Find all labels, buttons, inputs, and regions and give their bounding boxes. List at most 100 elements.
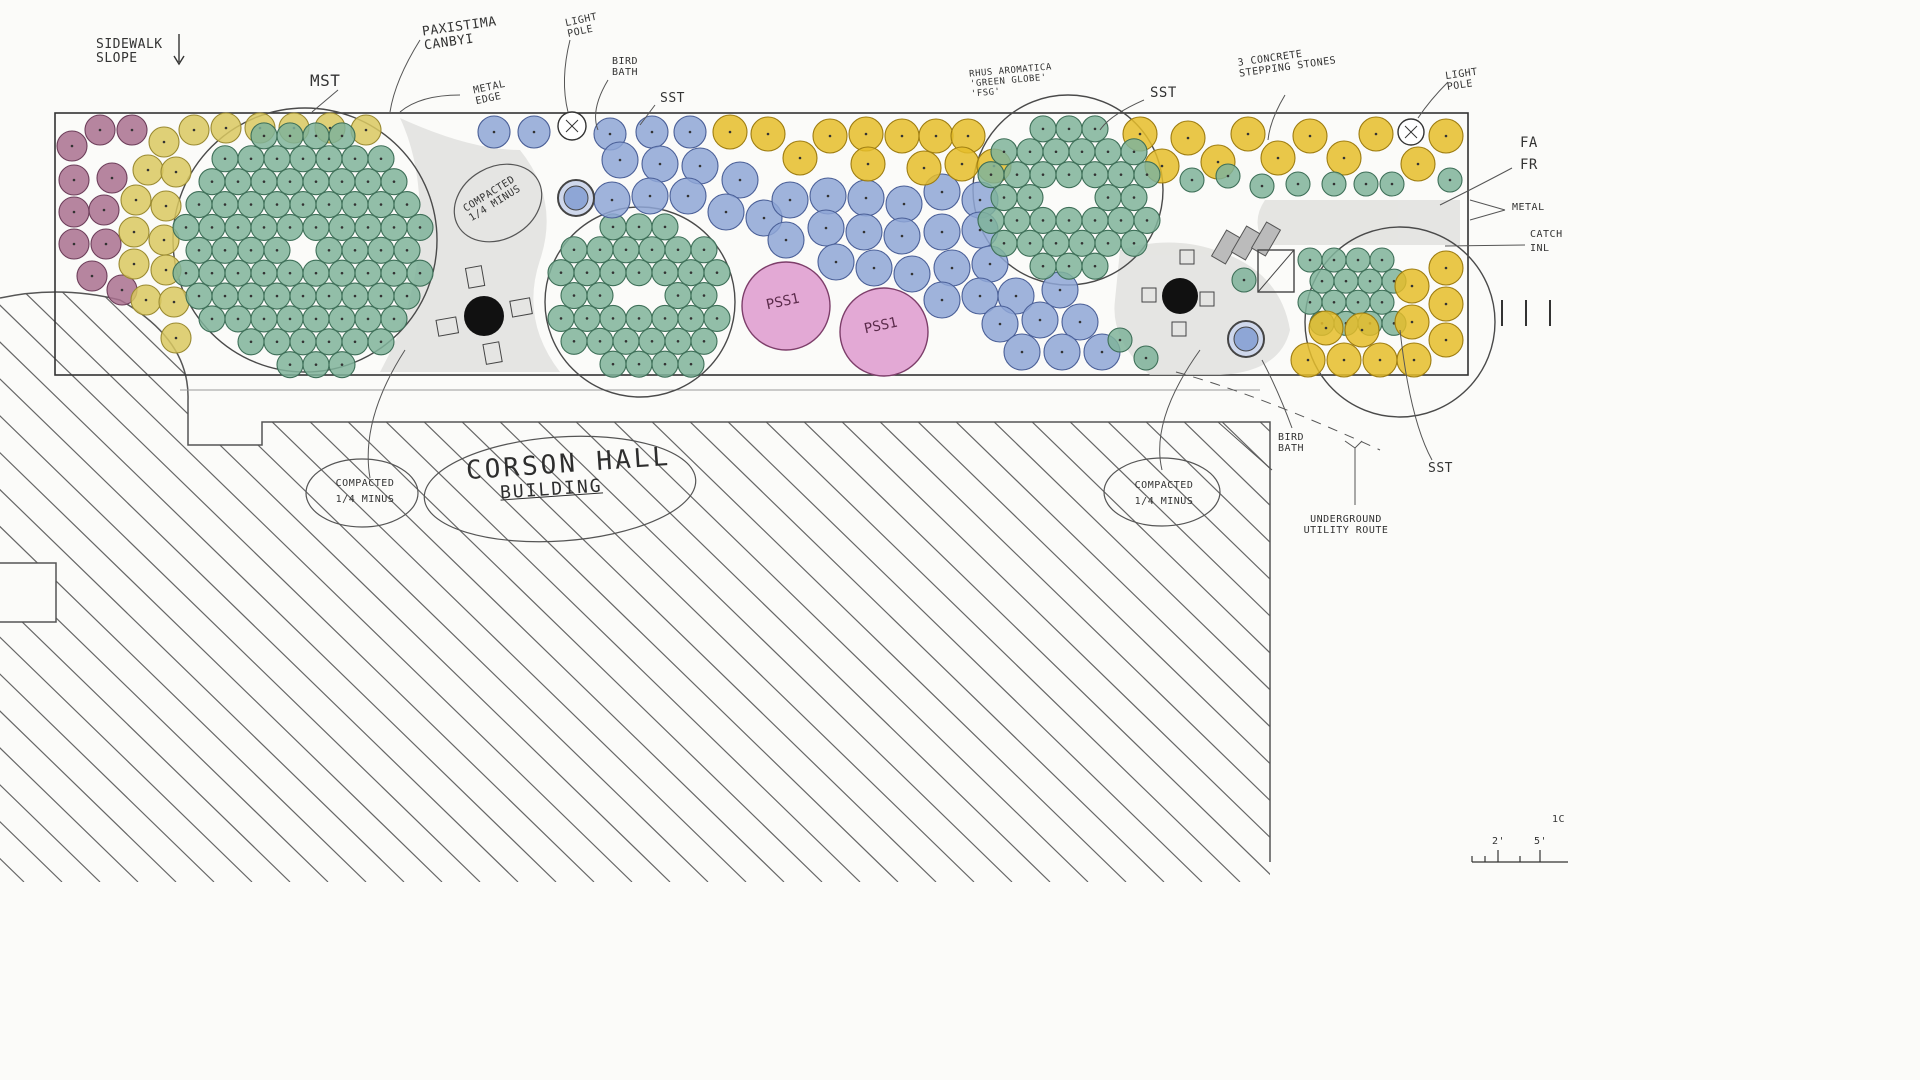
yellow-shrub-center — [1216, 160, 1220, 164]
blue-shrub-center — [698, 164, 702, 168]
green-shrub-center — [275, 340, 279, 344]
green-shrub-center — [1002, 241, 1006, 245]
yellow-shrub-center — [864, 132, 868, 136]
green-shrub-center — [1380, 258, 1384, 262]
green-shrub-center — [379, 248, 383, 252]
olive-shrub-center — [144, 298, 148, 302]
yellow-shrub-center — [1444, 134, 1448, 138]
green-shrub-center — [353, 203, 357, 206]
blue-shrub-center — [788, 198, 792, 202]
green-shrub-center — [210, 226, 214, 229]
yellow-shrub-center — [966, 134, 970, 138]
green-shrub-center — [314, 271, 318, 275]
green-shrub-center — [1296, 182, 1300, 186]
sst-label-2: SST — [1150, 85, 1177, 101]
green-shrub-center — [572, 339, 576, 343]
purple-shrub-center — [110, 176, 114, 180]
green-shrub-center — [1002, 150, 1006, 154]
green-shrub-center — [689, 317, 693, 320]
green-shrub-center — [301, 294, 305, 298]
yellow-shrub-center — [798, 156, 802, 160]
green-shrub-center — [1002, 196, 1006, 199]
green-shrub-center — [262, 271, 266, 275]
purple-shrub-center — [72, 242, 76, 246]
green-shrub-center — [1093, 264, 1097, 268]
blue-shrub-center — [1060, 350, 1064, 354]
light-pole-icon — [557, 111, 587, 141]
green-shrub-center — [1093, 219, 1097, 222]
blue-shrub-center — [978, 294, 982, 298]
green-shrub-center — [340, 180, 344, 183]
bench-icon — [435, 265, 533, 365]
green-shrub-center — [379, 340, 383, 344]
green-shrub-center — [1106, 241, 1110, 245]
green-shrub-center — [197, 294, 201, 298]
green-shrub-center — [611, 317, 615, 320]
green-shrub-center — [650, 248, 654, 252]
yellow-shrub-center — [922, 166, 926, 170]
green-shrub-center — [249, 203, 253, 206]
green-shrub-center — [650, 339, 654, 343]
green-shrub-center — [249, 294, 253, 298]
green-shrub-center — [288, 363, 292, 366]
olive-shrub-center — [174, 336, 178, 340]
green-shrub-center — [1145, 219, 1149, 222]
green-shrub-center — [1080, 150, 1084, 154]
scale-bar — [1471, 850, 1568, 863]
green-shrub-center — [223, 203, 227, 206]
green-shrub-center — [301, 340, 305, 344]
green-shrub-center — [210, 271, 214, 275]
purple-shrub-center — [72, 178, 76, 182]
hatch-line — [0, 291, 291, 882]
hatch-line — [0, 291, 177, 882]
sidewalk-slope-arrow-icon — [173, 34, 185, 66]
blue-shrub-center — [648, 194, 652, 198]
green-shrub-center — [236, 317, 240, 321]
purple-shrub-center — [98, 128, 102, 132]
mst-label: MST — [310, 71, 341, 90]
green-shrub-center — [1308, 300, 1312, 304]
green-shrub-center — [1226, 174, 1230, 178]
yellow-shrub-center — [1444, 338, 1448, 342]
stepping-stones — [1210, 221, 1282, 265]
green-shrub-center — [624, 339, 628, 343]
blue-shrub-center — [724, 210, 728, 214]
green-shrub-center — [611, 271, 615, 274]
green-shrub-center — [989, 219, 993, 222]
green-shrub-center — [275, 294, 279, 298]
yellow-shrub-center — [1360, 328, 1364, 332]
green-shrub-center — [1067, 219, 1071, 222]
green-shrub-center — [288, 317, 292, 321]
blue-shrub-center — [784, 238, 788, 242]
blue-shrub-center — [762, 216, 766, 220]
yellow-shrub-center — [1160, 164, 1164, 168]
yellow-shrub-center — [1138, 132, 1142, 136]
yellow-shrub-center — [1308, 134, 1312, 138]
blue-shrub-center — [1100, 350, 1104, 354]
green-shrub-center — [1106, 150, 1110, 154]
green-shrub-center — [1332, 182, 1336, 186]
hatch-line — [505, 291, 1127, 882]
green-shrub-center — [676, 248, 680, 252]
green-shrub-center — [301, 203, 305, 206]
blue-shrub-center — [834, 260, 838, 264]
green-shrub-center — [275, 157, 279, 161]
green-shrub-center — [366, 271, 370, 275]
blue-shrub-center — [1014, 294, 1018, 298]
pss1-shrub-b — [839, 287, 929, 377]
green-shrub-center — [249, 157, 253, 161]
green-shrub-center — [1041, 264, 1045, 268]
green-shrub-center — [236, 180, 240, 183]
green-shrub-center — [1320, 279, 1324, 283]
green-shrub-center — [249, 248, 253, 252]
sidewalk-slope-label: Sidewalk Slope — [96, 37, 163, 67]
green-shrub-center — [689, 362, 693, 366]
landscape-plan-drawing — [0, 34, 1568, 882]
green-shrub-center — [689, 271, 693, 274]
blue-shrub-center — [950, 266, 954, 270]
olive-shrub-center — [192, 128, 196, 132]
yellow-shrub-center — [1186, 136, 1190, 140]
green-shrub-center — [1132, 150, 1136, 154]
blue-shrub-center — [650, 130, 654, 134]
green-shrub-center — [1093, 127, 1097, 131]
